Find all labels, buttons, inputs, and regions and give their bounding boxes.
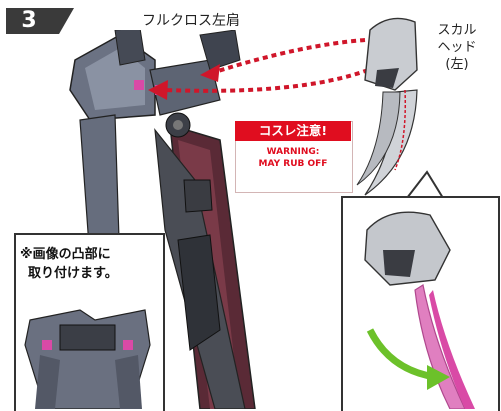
- skull-label-line2: ヘッド: [437, 40, 477, 55]
- skull-label-line1: スカル: [437, 23, 477, 38]
- attachment-note: ※画像の凸部に 取り付けます。: [20, 245, 158, 283]
- skull-label-line3: (左): [445, 57, 469, 72]
- note-line2: 取り付けます。: [28, 266, 118, 281]
- warning-line2: MAY RUB OFF: [258, 159, 328, 169]
- warning-english: WARNING: MAY RUB OFF: [235, 146, 351, 170]
- red-dotted-arrow: [148, 38, 369, 100]
- shoulder-armor-illustration: [69, 30, 256, 409]
- skull-head-mounted-illustration: [364, 211, 475, 409]
- warning-line1: WARNING:: [266, 147, 320, 157]
- shoulder-closeup-illustration: [24, 309, 151, 409]
- skull-head-label: スカル ヘッド (左): [428, 22, 486, 73]
- page-title: フルクロス左肩: [142, 13, 240, 29]
- step-number: 3: [21, 8, 37, 33]
- warning-heading: コスレ注意!: [235, 121, 351, 141]
- skull-head-part: [356, 17, 418, 196]
- note-line1: ※画像の凸部に: [20, 247, 111, 262]
